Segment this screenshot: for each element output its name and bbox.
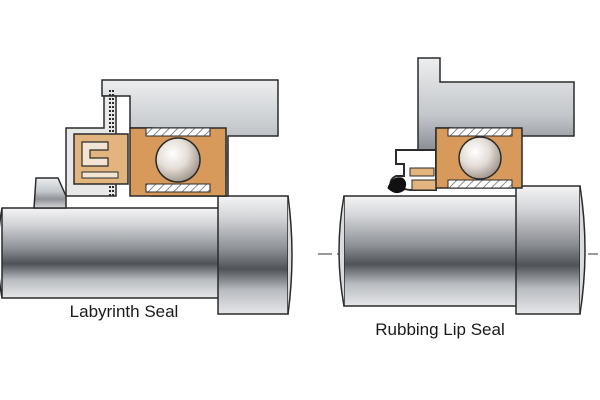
lip-seal	[387, 149, 437, 194]
labyrinth-seal-diagram	[0, 79, 293, 315]
lip-seal-caption: Rubbing Lip Seal	[375, 320, 505, 339]
labyrinth-seal-caption: Labyrinth Seal	[69, 302, 179, 321]
shaft	[0, 207, 225, 299]
shaft-shoulder	[515, 185, 586, 315]
bearing-ball	[155, 137, 201, 183]
shaft-shoulder	[217, 195, 293, 315]
ball-bearing	[129, 127, 227, 197]
labyrinth-rotor	[73, 133, 129, 185]
lip-seal-diagram	[318, 57, 598, 315]
ball-bearing	[435, 127, 523, 189]
bearing-ball	[458, 136, 502, 180]
slinger-flange	[33, 177, 67, 209]
shaft	[338, 195, 523, 307]
